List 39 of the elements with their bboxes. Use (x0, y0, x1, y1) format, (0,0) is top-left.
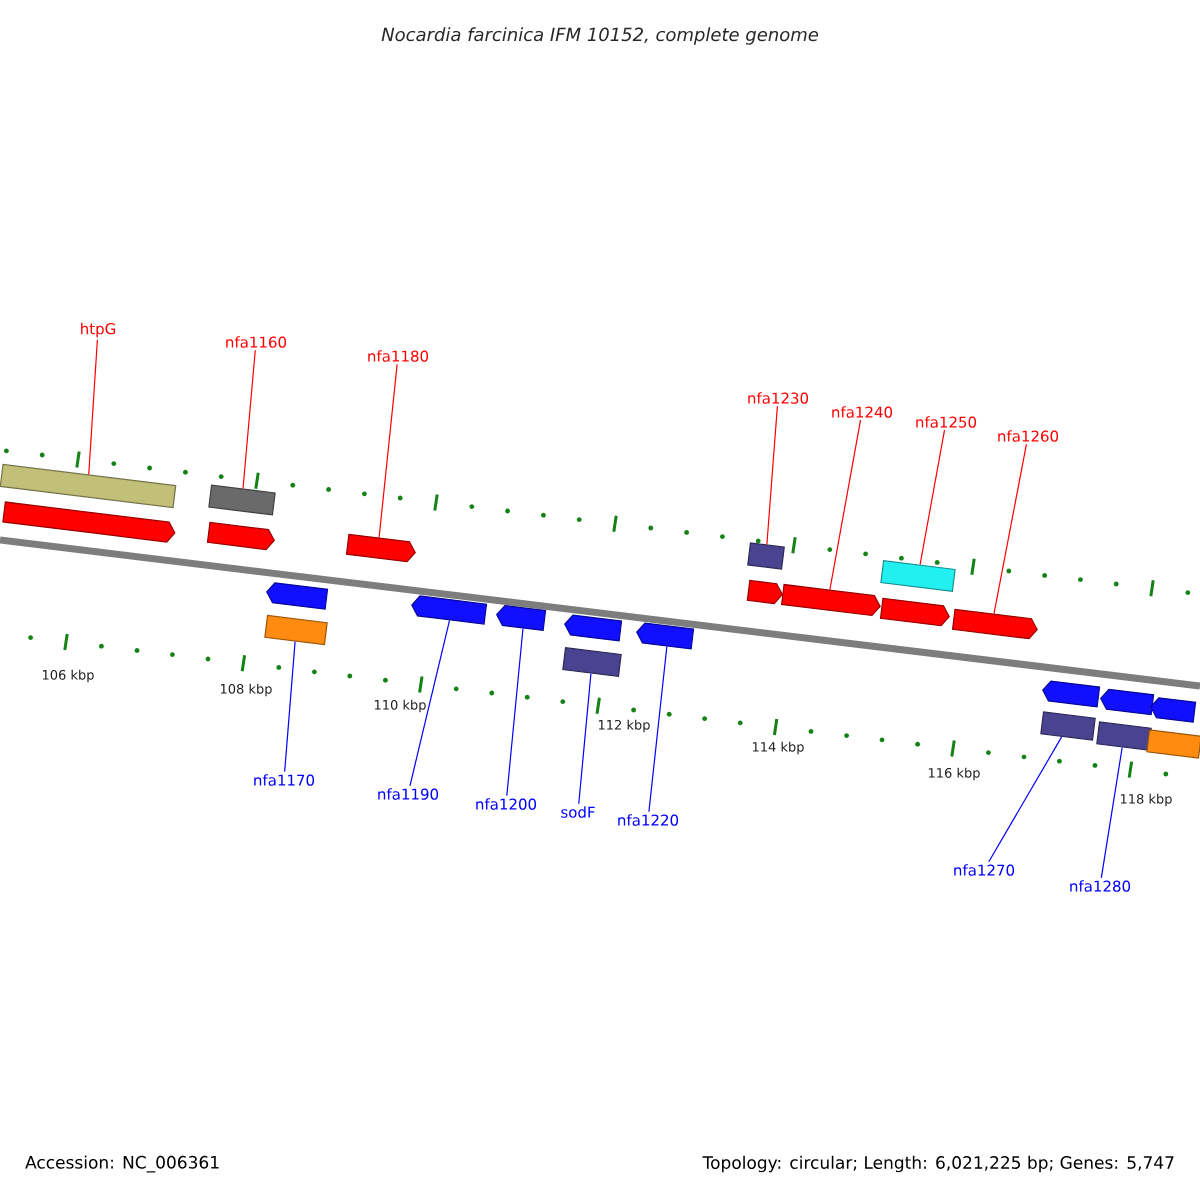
leader-line (284, 641, 296, 773)
leader-line (578, 672, 592, 805)
accession-text: Accession: NC_006361 (25, 1155, 219, 1173)
leader-line (242, 349, 256, 490)
gene-feature (1100, 688, 1155, 716)
feature-block (880, 560, 956, 592)
leader-line (919, 429, 946, 566)
leader-line (378, 363, 398, 539)
leader-line (648, 645, 668, 813)
gene-feature (879, 597, 950, 627)
feature-block (747, 542, 785, 570)
leader-line (409, 619, 451, 787)
leader-line (88, 339, 98, 475)
feature-block (562, 647, 622, 677)
gene-feature (636, 622, 695, 650)
title: Nocardia farcinica IFM 10152, complete genome (381, 27, 819, 45)
leader-line (829, 419, 862, 591)
gene-feature (411, 595, 488, 625)
feature-block (0, 463, 177, 509)
gene-feature (1042, 680, 1101, 708)
leader-line (993, 443, 1028, 615)
genome-stats-text: Topology: circular; Length: 6,021,225 bp; Genes: 5,747 (702, 1155, 1174, 1173)
feature-block (1096, 721, 1152, 751)
gene-feature (345, 533, 416, 563)
gene-feature (1149, 697, 1197, 723)
gene-feature (746, 579, 784, 605)
gene-feature (266, 582, 329, 610)
gene-feature (2, 501, 176, 543)
feature-block (1146, 729, 1200, 759)
gene-feature (564, 614, 623, 642)
feature-block (1040, 711, 1096, 741)
feature-block (264, 614, 328, 646)
leader-line (1100, 746, 1123, 879)
feature-block (208, 484, 276, 516)
leader-line (766, 405, 778, 546)
gene-feature (206, 521, 275, 551)
gene-feature (951, 608, 1038, 640)
leader-line (506, 627, 524, 797)
gene-feature (780, 583, 881, 617)
